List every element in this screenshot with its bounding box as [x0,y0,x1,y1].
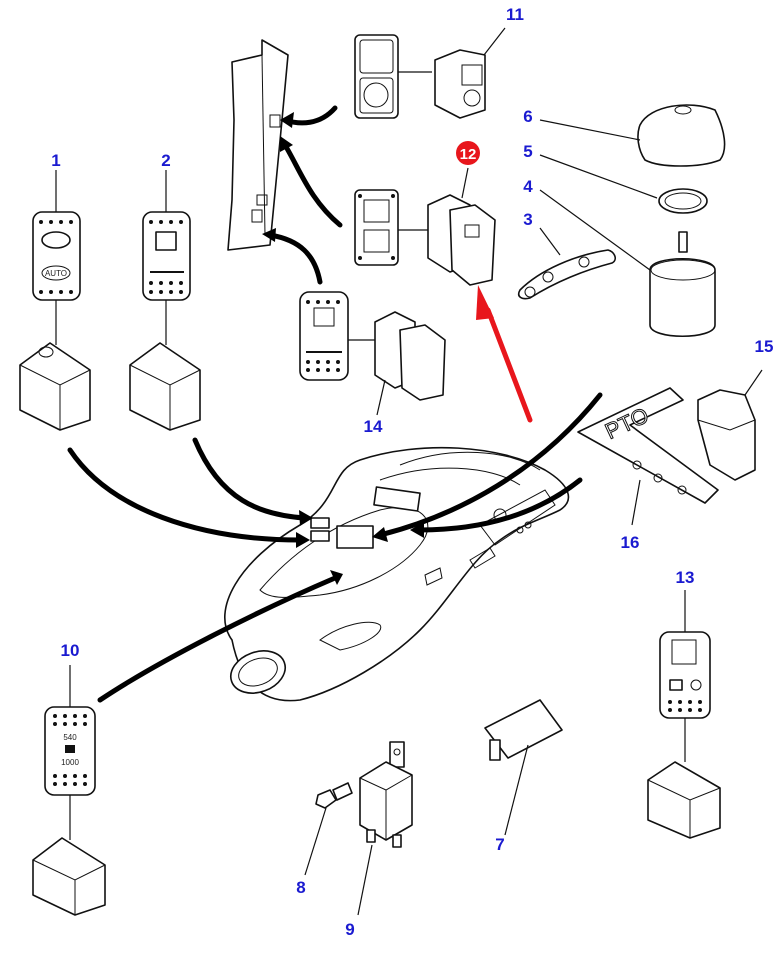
callout-5[interactable]: 5 [523,142,532,161]
part-8-screw[interactable] [304,782,353,876]
callout-8[interactable]: 8 [296,878,305,897]
callout-10[interactable]: 10 [61,641,80,660]
auto-text: AUTO [45,269,67,278]
callout-12[interactable]: 12 [460,146,477,163]
switch-slot [310,530,330,542]
callout-3[interactable]: 3 [523,210,532,229]
part-1-switch[interactable]: AUTO [19,170,91,431]
part-14-switch[interactable] [299,291,446,416]
part-9-relay[interactable] [357,741,413,916]
callout-15[interactable]: 15 [755,337,774,356]
part-2-switch[interactable] [129,170,201,431]
console-housing [224,446,570,702]
callout-1[interactable]: 1 [51,151,60,170]
part-4-rotary-switch[interactable] [539,189,716,338]
callout-labels: 1 2 3 4 5 6 7 8 9 10 11 12 13 14 15 16 [51,5,773,939]
speed-540-text: 540 [63,733,77,742]
pillar-panel [227,39,289,251]
callout-12-badge[interactable] [456,141,480,165]
callout-6[interactable]: 6 [523,107,532,126]
callout-7[interactable]: 7 [495,835,504,854]
part-5-ring[interactable] [539,154,708,214]
part-11-switch[interactable] [354,27,506,119]
part-15-switch[interactable] [697,369,763,481]
callout-14[interactable]: 14 [364,417,383,436]
switch-slot [336,525,374,549]
part-12-switch[interactable] [354,167,496,286]
part-16-pto-decal[interactable]: PTO [577,387,719,526]
part-10-switch[interactable]: 540 1000 [32,665,106,916]
assembly-arrows [67,105,603,703]
callout-11[interactable]: 11 [506,5,524,24]
part-3-decal-plate[interactable] [517,227,617,300]
part-6-knob[interactable] [539,104,726,167]
callout-2[interactable]: 2 [161,151,170,170]
callout-16[interactable]: 16 [621,533,640,552]
part-13-switch[interactable] [647,590,721,839]
callout-9[interactable]: 9 [345,920,354,939]
switch-slot [310,517,330,529]
callout-4[interactable]: 4 [523,177,533,196]
speed-1000-text: 1000 [61,758,79,767]
highlight-arrow [476,285,533,423]
callout-13[interactable]: 13 [676,568,695,587]
part-7-cover[interactable] [484,699,563,836]
